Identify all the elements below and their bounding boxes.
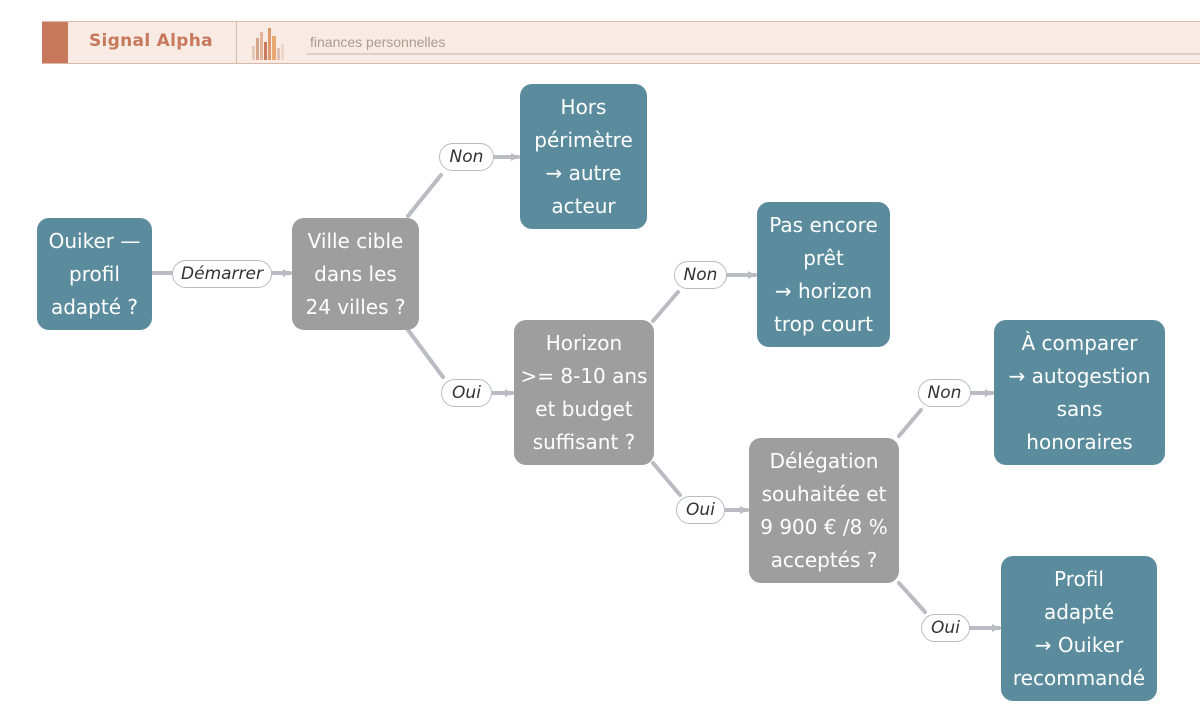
header-rule xyxy=(307,53,1200,55)
node-horizon-decision: Horizon >= 8-10 ans et budget suffisant … xyxy=(514,320,654,465)
node-compare: À comparer → autogestion sans honoraires xyxy=(994,320,1165,465)
edge-label-start: Démarrer xyxy=(172,260,272,288)
edge-label-delegation-yes: Oui xyxy=(921,614,970,642)
node-recommended: Profil adapté → Ouiker recommandé xyxy=(1001,556,1157,701)
node-city-decision: Ville cible dans les 24 villes ? xyxy=(292,218,419,330)
brand-color-block xyxy=(42,22,68,63)
edge-city-yes xyxy=(406,328,445,379)
edge-label-delegation-no: Non xyxy=(918,379,971,407)
edge-horizon-yes xyxy=(651,461,682,497)
edge-label-horizon-yes: Oui xyxy=(676,496,725,524)
node-out-of-scope: Hors périmètre → autre acteur xyxy=(520,84,647,229)
node-start: Ouiker — profil adapté ? xyxy=(37,218,152,330)
edge-horizon-no xyxy=(651,290,680,323)
header-subtitle: finances personnelles xyxy=(310,34,446,50)
node-delegation-decision: Délégation souhaitée et 9 900 € /8 % acc… xyxy=(749,438,899,583)
brand-name[interactable]: Signal Alpha xyxy=(89,31,213,51)
edge-city-no xyxy=(406,173,443,218)
header-divider xyxy=(236,22,237,63)
edge-delegation-yes xyxy=(897,581,927,614)
edge-label-city-yes: Oui xyxy=(441,379,492,407)
node-not-ready: Pas encore prêt → horizon trop court xyxy=(757,202,890,347)
edge-label-horizon-no: Non xyxy=(674,261,727,289)
app-header: Signal Alpha finances personnelles xyxy=(42,21,1200,64)
bar-chart-logo-icon xyxy=(252,28,284,60)
edge-label-city-no: Non xyxy=(439,143,494,171)
edge-delegation-no xyxy=(897,408,923,438)
